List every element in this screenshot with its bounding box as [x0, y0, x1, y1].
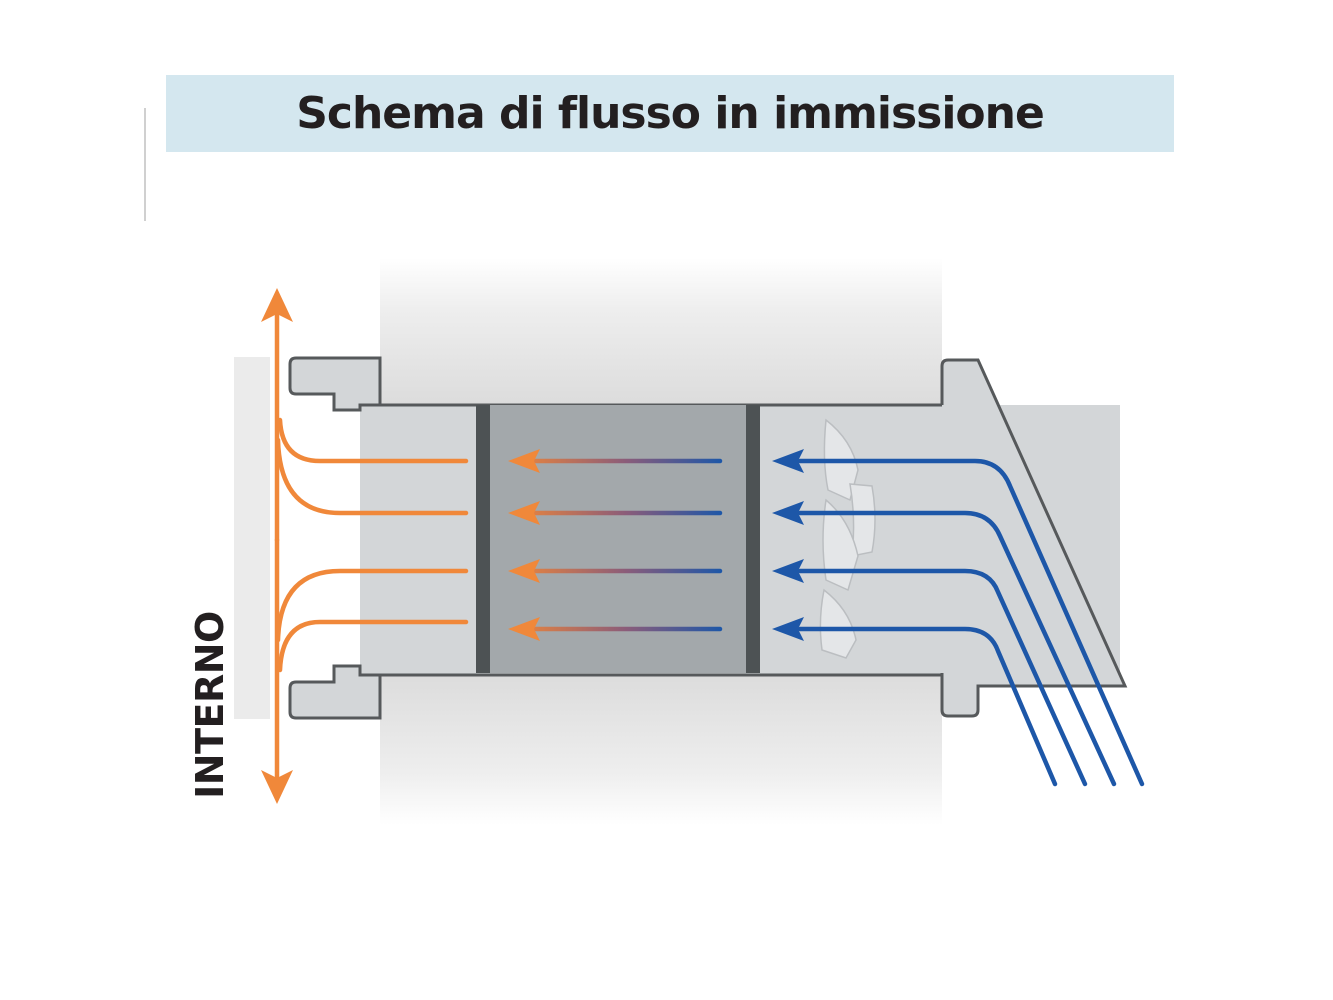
core-air-flow [527, 458, 723, 632]
cold-air-line-3 [797, 568, 1088, 787]
arrow-left-icon [508, 449, 540, 473]
left-rule [144, 108, 146, 221]
diagram-title: Schema di flusso in immissione [296, 88, 1045, 139]
warm-air-line-4 [277, 619, 469, 673]
cold-air-arrowheads [772, 449, 804, 641]
wall-lower [380, 675, 942, 825]
cold-air-line-2 [797, 510, 1117, 787]
housing-top-left [288, 356, 382, 412]
arrow-left-icon [772, 617, 804, 641]
arrow-left-icon [772, 501, 804, 525]
arrow-left-icon [508, 617, 540, 641]
cold-air-flow [797, 458, 1145, 787]
interior-grille [234, 357, 270, 719]
interior-label: INTERNO [188, 611, 232, 799]
wall-upper [380, 258, 942, 405]
arrow-left-icon [508, 501, 540, 525]
arrow-left-icon [508, 559, 540, 583]
arrow-left-icon [772, 449, 804, 473]
arrow-up-icon [261, 288, 293, 322]
cold-air-line-1 [797, 458, 1145, 787]
core-frame-right [746, 405, 760, 673]
title-banner: Schema di flusso in immissione [166, 75, 1174, 152]
warm-air-line-1 [277, 417, 469, 464]
warm-air-line-2 [275, 437, 469, 516]
core-frame-left [476, 405, 490, 673]
cold-air-line-4 [797, 626, 1058, 787]
arrow-left-icon [772, 559, 804, 583]
arrow-down-icon [261, 770, 293, 804]
warm-air-line-3 [275, 568, 469, 643]
warm-air-flow [274, 309, 469, 783]
housing-bottom-left [288, 664, 382, 720]
fan-icon [819, 418, 876, 659]
core-air-arrowheads [508, 449, 540, 641]
